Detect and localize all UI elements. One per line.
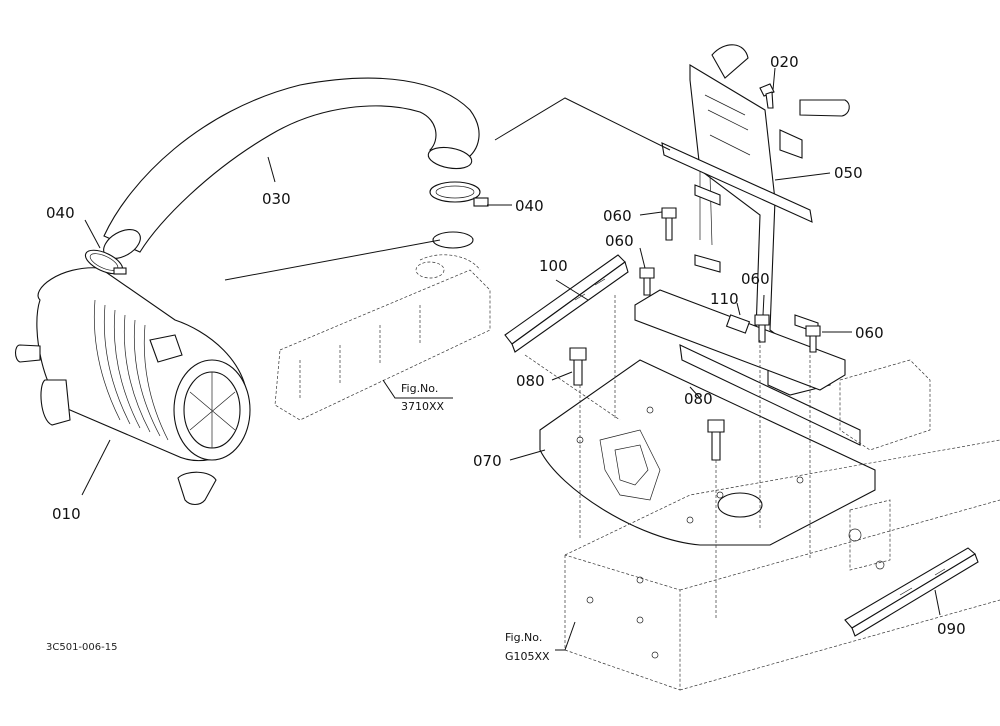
hose-part [103, 77, 480, 259]
bolt-080-a [569, 347, 587, 386]
label-020: 020 [770, 53, 799, 71]
leader-lines [81, 67, 941, 651]
label-090: 090 [937, 620, 966, 638]
fig-ref-3710-line1: Fig.No. [401, 382, 438, 395]
drawing-code: 3C501-006-15 [46, 642, 117, 653]
hose-clamp-left [84, 249, 127, 275]
label-080-b: 080 [684, 390, 713, 408]
label-060-c: 060 [741, 270, 770, 288]
label-080-a: 080 [516, 372, 545, 390]
label-050: 050 [834, 164, 863, 182]
fig-ref-3710-line2: 3710XX [401, 400, 445, 413]
alignment-lines [224, 97, 811, 620]
bolt-parts [569, 83, 821, 461]
hose-clamp-right [429, 181, 489, 249]
fig-ref-g105-line1: Fig.No. [505, 631, 542, 644]
label-100: 100 [539, 257, 568, 275]
lower-rail-part [844, 547, 979, 637]
figure-reference-g105: Fig.No. G105XX [505, 631, 550, 663]
rail-part [504, 254, 629, 353]
air-cleaner-part [14, 267, 251, 506]
manifold-reference-part [274, 254, 491, 421]
bolt-080-b [707, 419, 725, 461]
label-060-a: 060 [603, 207, 632, 225]
bolt-060-c [754, 314, 770, 343]
label-110: 110 [710, 290, 739, 308]
bolt-060-d [805, 325, 821, 353]
figure-reference-3710: Fig.No. 3710XX [401, 382, 445, 413]
bolt-060-b [639, 267, 655, 296]
label-010: 010 [52, 505, 81, 523]
upper-plate-part [634, 289, 846, 391]
label-060-b: 060 [605, 232, 634, 250]
label-040-right: 040 [515, 197, 544, 215]
label-070: 070 [473, 452, 502, 470]
frame-reference-part [564, 359, 1000, 691]
fig-ref-g105-line2: G105XX [505, 650, 550, 663]
base-plate-part [539, 344, 876, 546]
label-030: 030 [262, 190, 291, 208]
part-label-group: 020 030 040 040 050 060 060 060 060 100 … [46, 53, 966, 638]
label-060-d: 060 [855, 324, 884, 342]
bolt-060-a [661, 207, 677, 241]
bolt-020 [759, 83, 775, 109]
label-040-left: 040 [46, 204, 75, 222]
